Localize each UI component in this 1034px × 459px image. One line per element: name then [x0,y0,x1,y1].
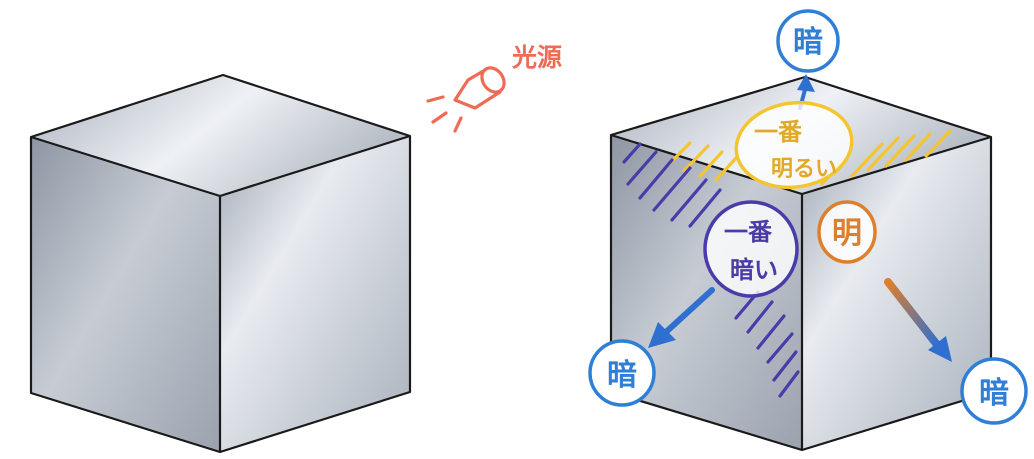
left-cube-right-face [220,136,410,452]
brightest-badge: 一番 明るい [734,100,854,190]
left-cube [29,73,412,454]
dark-top-badge: 暗 [776,9,840,73]
light-source-label: 光源 [511,43,562,72]
arrow-to-dark-left [648,287,715,348]
dark-left-label: 暗 [607,358,637,393]
dark-top-label: 暗 [793,25,823,60]
left-cube-left-face [31,137,220,452]
arrow-to-dark-right [884,278,952,362]
darkest-label-line1: 一番 [724,218,773,246]
light-source-icon [426,66,506,133]
dark-left-badge: 暗 [588,339,656,407]
darkest-label-line2: 暗い [730,256,778,284]
dark-right-badge: 暗 [960,357,1028,425]
bright-label: 明 [832,216,862,251]
brightest-label-line2: 明るい [771,157,837,182]
darkest-badge: 一番 暗い [703,200,799,298]
bright-badge: 明 [817,200,877,264]
brightest-label-line1: 一番 [754,118,803,146]
dark-right-label: 暗 [979,376,1009,411]
